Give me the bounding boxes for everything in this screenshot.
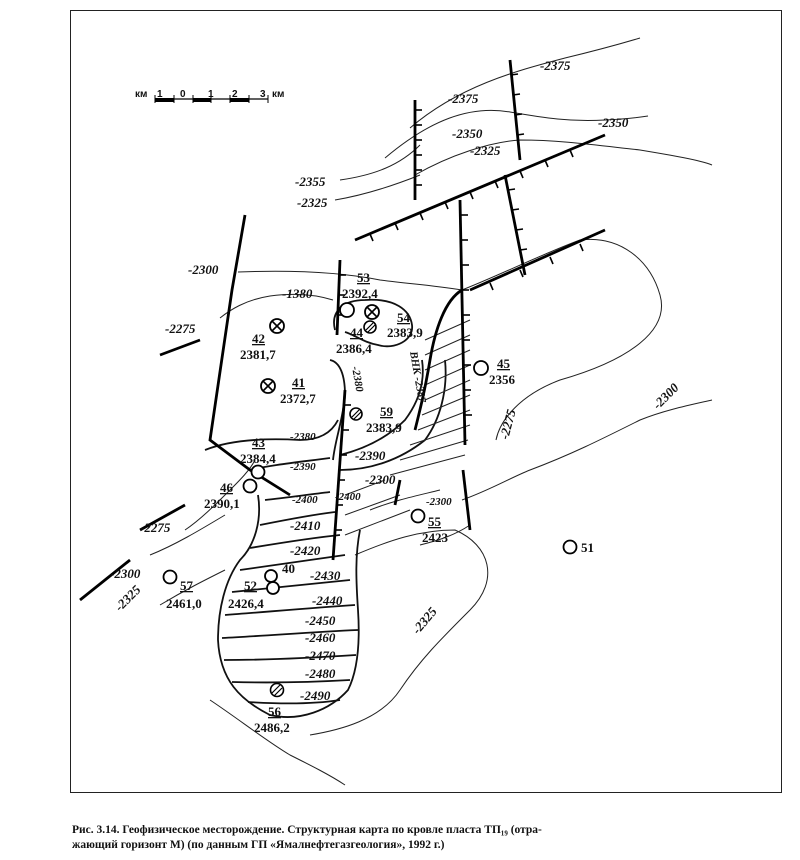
well-value: 2383,9 — [366, 420, 402, 435]
well-hatched-marker — [349, 407, 363, 421]
well-number: 42 — [252, 331, 265, 346]
contour-label: -2390 — [355, 448, 386, 463]
contour-label: -2380 — [349, 365, 365, 393]
contour-label: -2460 — [305, 630, 336, 645]
well-value: 2386,4 — [336, 341, 372, 356]
contour-label: -2300 — [188, 262, 219, 277]
scale-unit-left: км — [135, 89, 147, 100]
well-marker — [339, 302, 355, 318]
well-marker — [562, 539, 578, 555]
contour-label: -2275 — [140, 520, 171, 535]
well-hatched-marker — [269, 682, 285, 698]
contour-lines — [149, 37, 713, 786]
well-hatched-marker — [363, 320, 377, 334]
well-number: 46 — [220, 480, 234, 495]
well-number: 52 — [244, 578, 257, 593]
contour-label: -2400 — [292, 494, 318, 506]
contour-label: -1380 — [282, 286, 313, 301]
scale-tick-label: 0 — [180, 89, 186, 100]
contour-label: -2355 — [295, 174, 326, 189]
well-marker — [266, 581, 280, 595]
caption-line: жающий горизонт М) (по данным ГП «Ямалне… — [72, 839, 445, 851]
well-marker — [162, 569, 178, 585]
well-value: 2372,7 — [280, 391, 316, 406]
scale-unit-right: км — [272, 89, 284, 100]
contour-label: -2410 — [290, 518, 321, 533]
contour-label: -2300 — [650, 380, 682, 412]
well-marker — [264, 569, 278, 583]
scale-tick-label: 1 — [208, 89, 214, 100]
scale-bar: км 1 0 1 2 3 км — [135, 89, 284, 103]
map-frame — [70, 10, 782, 793]
well-number: 54 — [397, 310, 411, 325]
well-marker — [473, 360, 489, 376]
contour-label: -2375 — [540, 58, 571, 73]
contour-label: -2490 — [300, 688, 331, 703]
contour-label: -2450 — [305, 613, 336, 628]
figure-caption: Рис. 3.14. Геофизическое месторождение. … — [72, 823, 784, 853]
well-value: 2392,4 — [342, 286, 378, 301]
contour-label: -2300 — [426, 496, 452, 508]
contour-label: -2325 — [297, 195, 328, 210]
well-marker — [250, 464, 266, 480]
contour-label: -2390 — [290, 461, 316, 473]
well-number: 41 — [292, 375, 305, 390]
contour-label: -2380 — [290, 431, 316, 443]
scale-tick-label: 2 — [232, 89, 238, 100]
structural-map: км 1 0 1 2 3 км — [79, 37, 713, 786]
contour-label: -2325 — [112, 582, 144, 614]
contour-label: -2430 — [310, 568, 341, 583]
contour-label: -2470 — [305, 648, 336, 663]
well-value: 2423 — [422, 530, 449, 545]
contour-label: -2400 — [335, 491, 361, 503]
contour-label: -2440 — [312, 593, 343, 608]
wells: 53 2392,4 54 2383,9 44 2386,4 42 2381,7 … — [162, 270, 594, 735]
well-number: 55 — [428, 514, 442, 529]
fault-lines — [79, 59, 606, 602]
scale-tick-label: 3 — [260, 89, 266, 100]
well-number: 57 — [180, 578, 194, 593]
well-value: 2486,2 — [254, 720, 290, 735]
well-number: 43 — [252, 435, 266, 450]
contour-label: -2350 — [598, 115, 629, 130]
owc-label: ВНК -2387 — [407, 349, 428, 404]
caption-line: Рис. 3.14. Геофизическое месторождение. … — [72, 824, 542, 836]
contour-label: -2275 — [165, 321, 196, 336]
well-number: 44 — [350, 325, 364, 340]
well-number: 56 — [268, 704, 282, 719]
well-value: 2381,7 — [240, 347, 276, 362]
contour-label: -2350 — [452, 126, 483, 141]
well-value: 2384,4 — [240, 451, 276, 466]
well-number: 59 — [380, 404, 394, 419]
contour-label: -2300 — [110, 566, 141, 581]
contour-label: -2375 — [448, 91, 479, 106]
well-number: 53 — [357, 270, 371, 285]
well-number: 51 — [581, 540, 594, 555]
contour-label: -2420 — [290, 543, 321, 558]
contour-label: -2325 — [470, 143, 501, 158]
well-value: 2390,1 — [204, 496, 240, 511]
contour-label: -2275 — [496, 407, 518, 441]
well-value: 2426,4 — [228, 596, 264, 611]
contour-label: -2300 — [365, 472, 396, 487]
well-marker — [242, 478, 258, 494]
well-value: 2383,9 — [387, 325, 423, 340]
well-number: 40 — [282, 561, 295, 576]
well-marker — [410, 508, 426, 524]
well-number: 45 — [497, 356, 511, 371]
well-value: 2461,0 — [166, 596, 202, 611]
contour-label: -2480 — [305, 666, 336, 681]
scale-tick-label: 1 — [157, 89, 163, 100]
contour-label: -2325 — [409, 604, 440, 637]
well-value: 2356 — [489, 372, 516, 387]
